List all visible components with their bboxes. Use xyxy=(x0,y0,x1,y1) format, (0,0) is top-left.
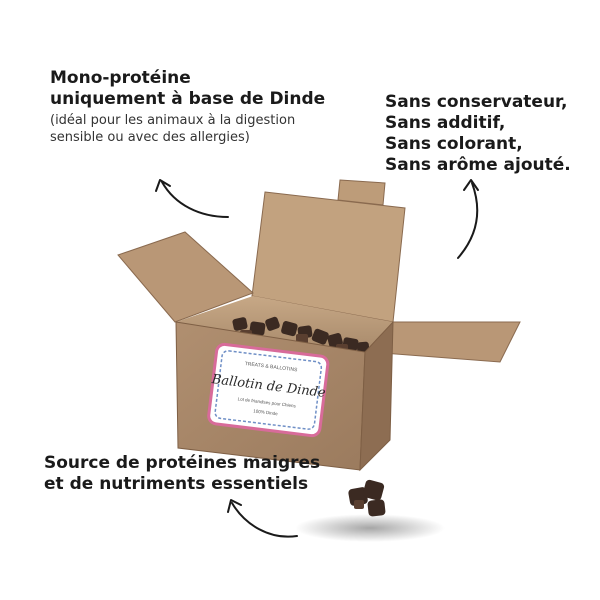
curved-arrow-icon xyxy=(155,179,229,218)
callout-no-additives: Sans conservateur, Sans additif, Sans co… xyxy=(385,92,595,176)
callout-line: Sans additif, xyxy=(385,113,506,133)
callout-mono-protein: Mono-protéine uniquement à base de Dinde… xyxy=(50,68,350,146)
loose-treats xyxy=(348,479,386,517)
callout-line: Sans conservateur, xyxy=(385,92,568,112)
label-composition: 100% Dinde xyxy=(253,408,278,416)
floor-shadow xyxy=(295,514,445,542)
callout-title-line: Mono-protéine xyxy=(50,68,191,88)
callout-line: Source de protéines maigres xyxy=(44,453,321,473)
box-left-flap xyxy=(117,231,254,323)
product-label: TREATS & BALLOTINS Ballotin de Dinde Lot… xyxy=(207,342,330,438)
callout-sub-line: sensible ou avec des allergies) xyxy=(50,130,250,145)
curved-arrow-icon xyxy=(457,179,479,259)
callout-title-line: uniquement à base de Dinde xyxy=(50,89,326,109)
callout-line: Sans arôme ajouté. xyxy=(385,155,571,175)
callout-line: Sans colorant, xyxy=(385,134,523,154)
callout-line: et de nutriments essentiels xyxy=(44,474,309,494)
box-side-wall xyxy=(359,320,394,472)
callout-sub-line: (idéal pour les animaux à la digestion xyxy=(50,113,296,128)
curved-arrow-icon xyxy=(227,499,298,538)
box-back-lid xyxy=(251,179,406,323)
treats-in-box xyxy=(232,316,370,354)
callout-nutrients: Source de protéines maigres et de nutrim… xyxy=(44,453,344,495)
